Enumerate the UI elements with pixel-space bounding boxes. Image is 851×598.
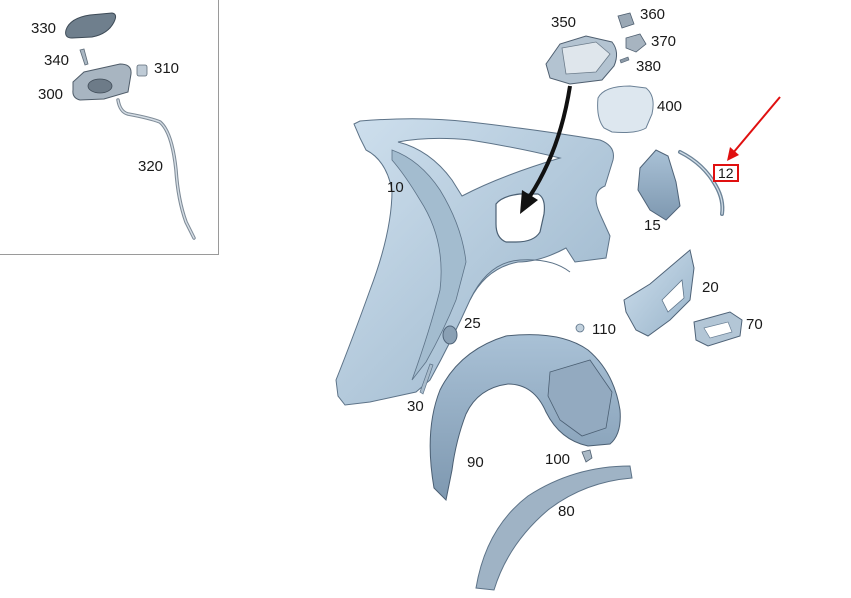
- part-70-opening: [703, 321, 733, 339]
- part-10-wheel-arch: [469, 259, 571, 301]
- part-90-inner-section: [547, 359, 613, 437]
- part-20-inner-panel: [623, 249, 695, 337]
- part-100-clip: [581, 449, 593, 463]
- part-80-arch-molding: [475, 465, 633, 591]
- label-340: 340: [44, 52, 70, 69]
- part-330-fuel-door-cover: [65, 12, 117, 39]
- label-70: 70: [746, 316, 763, 333]
- label-380: 380: [636, 58, 662, 75]
- part-320-hose-highlight: [117, 99, 195, 239]
- label-20: 20: [702, 279, 719, 296]
- label-300: 300: [38, 86, 64, 103]
- assembly-arrow-head: [520, 190, 538, 214]
- label-370: 370: [651, 33, 677, 50]
- label-400: 400: [657, 98, 683, 115]
- label-80: 80: [558, 503, 575, 520]
- label-110: 110: [592, 321, 616, 338]
- label-100: 100: [545, 451, 571, 468]
- label-320: 320: [138, 158, 164, 175]
- label-10: 10: [387, 179, 404, 196]
- assembly-arrow: [528, 85, 572, 198]
- part-400-fuel-door: [597, 85, 654, 133]
- label-360: 360: [640, 6, 666, 23]
- part-10-quarter-panel: [335, 118, 614, 406]
- part-310-clip: [136, 64, 148, 77]
- part-110-clip: [575, 323, 585, 333]
- label-310: 310: [154, 60, 180, 77]
- part-12-trim-highlight: [679, 151, 724, 215]
- label-350: 350: [551, 14, 577, 31]
- label-90: 90: [467, 454, 484, 471]
- part-340-screw: [79, 48, 89, 66]
- part-12-trim-strip: [678, 150, 725, 216]
- part-350-inner-face: [561, 41, 611, 75]
- part-20-opening: [661, 279, 685, 313]
- part-10-inner-pillar: [391, 149, 467, 381]
- label-25: 25: [464, 315, 481, 332]
- highlight-red-arrow: [732, 96, 781, 154]
- label-30: 30: [407, 398, 424, 415]
- part-300-filler-opening: [87, 78, 113, 94]
- part-10-fuel-door-opening: [495, 193, 545, 243]
- highlight-red-arrow-head: [727, 147, 739, 161]
- part-30-strip: [419, 363, 434, 395]
- part-25-grommet: [442, 325, 458, 345]
- part-10-window-opening: [397, 137, 562, 197]
- fuel-door-assembly-inset: [0, 0, 219, 255]
- part-370-actuator: [625, 33, 647, 53]
- label-330: 330: [31, 20, 57, 37]
- part-15-inner-bracket: [637, 149, 681, 221]
- part-380-screw: [619, 56, 630, 64]
- label-12-highlighted: 12: [713, 164, 739, 182]
- part-360-cap: [617, 12, 635, 29]
- label-15: 15: [644, 217, 661, 234]
